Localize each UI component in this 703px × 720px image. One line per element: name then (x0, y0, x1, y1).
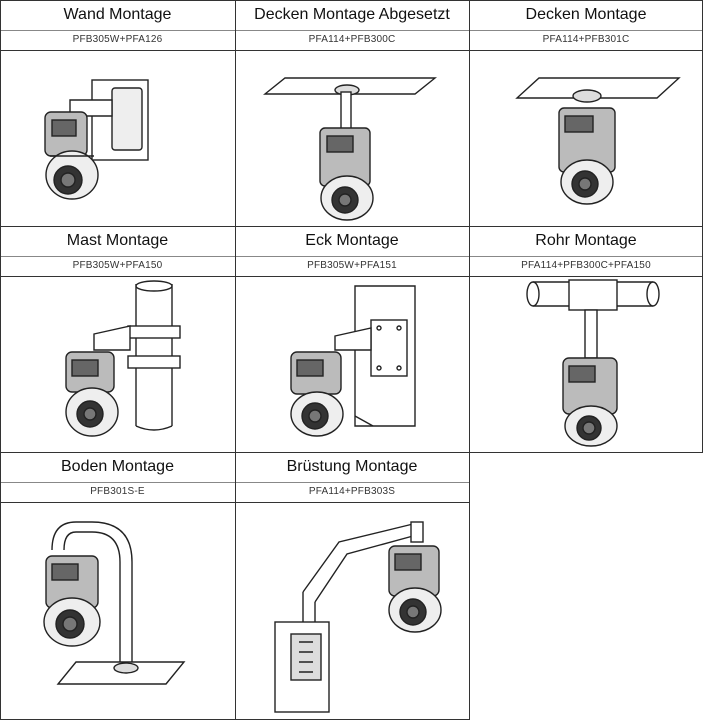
panel-title: Decken Montage (525, 6, 647, 23)
grid-line (469, 0, 470, 720)
grid-line (0, 50, 703, 51)
panel-pipe-mount: Rohr Montage PFA114+PFB300C+PFA150 (469, 226, 703, 452)
pipe-mount-icon (469, 276, 703, 452)
grid-line (0, 482, 469, 483)
grid-line (0, 452, 703, 453)
grid-line (0, 30, 703, 31)
floor-mount-icon (0, 502, 235, 720)
panel-title: Boden Montage (61, 458, 174, 475)
panel-title: Wand Montage (63, 6, 172, 23)
panel-title: Eck Montage (305, 232, 399, 249)
panel-floor-mount: Boden Montage PFB301S-E (0, 452, 235, 720)
corner-mount-icon (235, 276, 469, 452)
pendant-ceiling-mount-icon (235, 50, 469, 226)
panel-title: Rohr Montage (535, 232, 637, 249)
panel-model: PFB305W+PFA150 (72, 260, 163, 271)
wall-mount-icon (0, 50, 235, 226)
grid-line (0, 256, 703, 257)
grid-line (0, 226, 703, 227)
panel-pole-mount: Mast Montage PFB305W+PFA150 (0, 226, 235, 452)
pole-mount-icon (0, 276, 235, 452)
panel-parapet-mount: Brüstung Montage PFA114+PFB303S (235, 452, 469, 720)
panel-corner-mount: Eck Montage PFB305W+PFA151 (235, 226, 469, 452)
panel-title: Brüstung Montage (286, 458, 418, 475)
panel-model: PFA114+PFB301C (542, 34, 630, 45)
panel-model: PFA114+PFB303S (308, 486, 396, 497)
parapet-mount-icon (235, 502, 469, 720)
panel-title: Mast Montage (66, 232, 169, 249)
grid-line (0, 502, 469, 503)
panel-model: PFB305W+PFA151 (307, 260, 397, 271)
panel-ceiling-mount: Decken Montage PFA114+PFB301C (469, 0, 703, 226)
ceiling-mount-icon (469, 50, 703, 226)
panel-model: PFA114+PFB300C (308, 34, 396, 45)
panel-model: PFA114+PFB300C+PFA150 (521, 260, 651, 271)
grid-line (0, 0, 703, 1)
panel-wall-mount: Wand Montage PFB305W+PFA126 (0, 0, 235, 226)
panel-title: Decken Montage Abgesetzt (254, 6, 450, 23)
grid-line (235, 0, 236, 720)
panel-model: PFB305W+PFA126 (72, 34, 163, 45)
grid-line (0, 276, 703, 277)
panel-pendant-ceiling-mount: Decken Montage Abgesetzt PFA114+PFB300C (235, 0, 469, 226)
panel-model: PFB301S-E (90, 486, 145, 497)
grid-line (0, 0, 1, 720)
